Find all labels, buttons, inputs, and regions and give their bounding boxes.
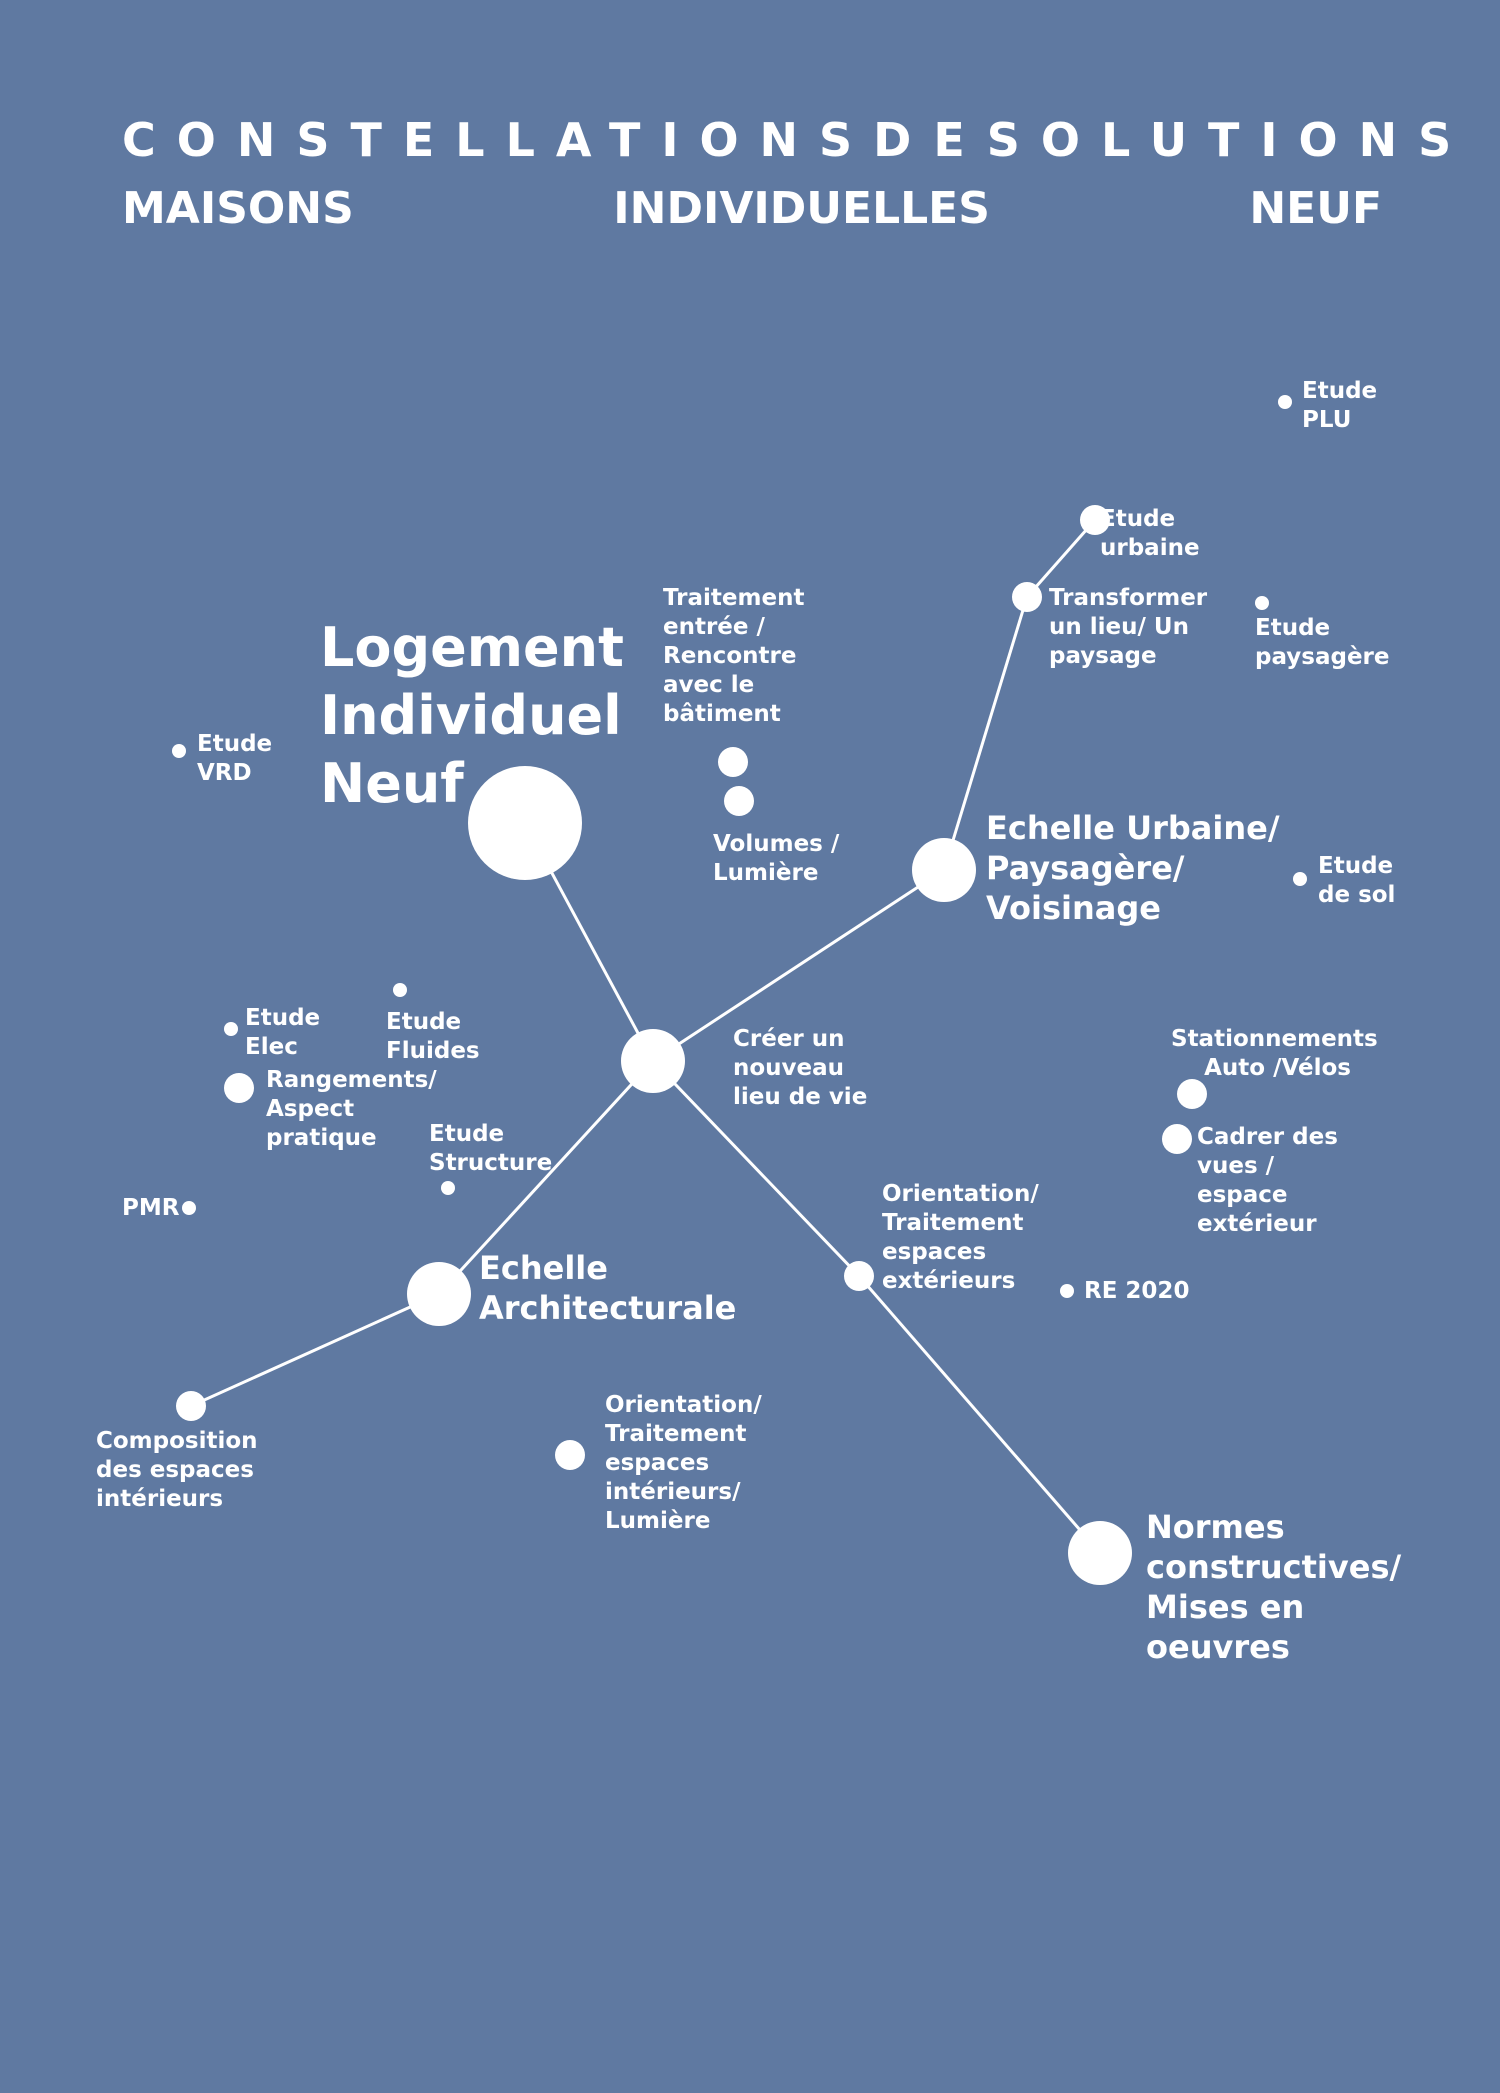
- edge-transformer-etude-urbaine: [1025, 519, 1097, 598]
- node-echelle-urbaine-label: Echelle Urbaine/ Paysagère/ Voisinage: [986, 809, 1280, 927]
- node-etude-vrd-dot: [172, 744, 186, 758]
- node-composition-label: Composition des espaces intérieurs: [96, 1428, 258, 1512]
- node-etude-plu-dot: [1278, 395, 1292, 409]
- edge-creer-orientation-ext: [651, 1059, 861, 1278]
- node-etude-urbaine-label: Etude urbaine: [1100, 506, 1200, 561]
- node-etude-urbaine-dot: [1080, 505, 1110, 535]
- title-word: CONSTELLATIONS: [122, 113, 874, 167]
- node-creer-label: Créer un nouveau lieu de vie: [733, 1026, 868, 1110]
- node-cadrer-label: Cadrer des vues / espace extérieur: [1197, 1124, 1338, 1237]
- node-echelle-archi-dot: [407, 1262, 471, 1326]
- page-title: CONSTELLATIONS DE SOLUTIONS: [122, 112, 1451, 168]
- subtitle-word: NEUF: [1249, 183, 1382, 234]
- node-orientation-ext-label: Orientation/ Traitement espaces extérieu…: [882, 1181, 1039, 1294]
- node-transformer-dot: [1012, 582, 1042, 612]
- node-normes-dot: [1068, 1521, 1132, 1585]
- node-creer-dot: [621, 1029, 685, 1093]
- node-etude-elec-dot: [224, 1022, 238, 1036]
- edge-urbaine-transformer: [942, 596, 1029, 871]
- node-echelle-archi-label: Echelle Architecturale: [479, 1249, 737, 1327]
- node-etude-vrd-label: Etude VRD: [197, 731, 273, 786]
- node-etude-fluides-dot: [393, 983, 407, 997]
- title-word: SOLUTIONS: [986, 113, 1473, 167]
- node-rangements-dot: [224, 1073, 254, 1103]
- subtitle-word: MAISONS: [122, 183, 354, 234]
- node-cadrer-dot: [1162, 1124, 1192, 1154]
- node-orientation-int-dot: [555, 1440, 585, 1470]
- node-etude-elec-label: Etude Elec: [245, 1005, 321, 1060]
- node-pmr-dot: [182, 1201, 196, 1215]
- node-traitement-entree-dot: [718, 747, 748, 777]
- edge-orientation-ext-normes: [857, 1275, 1102, 1554]
- node-stationnements-dot: [1177, 1079, 1207, 1109]
- node-etude-paysagere-label: Etude paysagère: [1255, 615, 1390, 670]
- node-etude-structure-dot: [441, 1181, 455, 1195]
- edge-archi-composition: [190, 1292, 440, 1408]
- edge-creer-archi: [437, 1059, 655, 1296]
- node-volumes-label: Volumes / Lumière: [713, 831, 840, 886]
- node-logement-dot: [468, 766, 582, 880]
- node-etude-plu-label: Etude PLU: [1302, 378, 1378, 433]
- title-word: DE: [873, 113, 987, 167]
- edge-creer-urbaine: [652, 868, 945, 1063]
- node-re2020-dot: [1060, 1284, 1074, 1298]
- subtitle-word: INDIVIDUELLES: [613, 183, 990, 234]
- node-pmr-label: PMR: [122, 1195, 180, 1221]
- node-re2020-label: RE 2020: [1084, 1278, 1190, 1304]
- node-echelle-urbaine-dot: [912, 838, 976, 902]
- node-etude-sol-dot: [1293, 872, 1307, 886]
- node-etude-fluides-label: Etude Fluides: [386, 1009, 480, 1064]
- node-orientation-ext-dot: [844, 1261, 874, 1291]
- node-volumes-dot: [724, 786, 754, 816]
- node-etude-paysagere-dot: [1255, 596, 1269, 610]
- node-traitement-entree-label: Traitement entrée / Rencontre avec le bâ…: [663, 585, 805, 727]
- node-orientation-int-label: Orientation/ Traitement espaces intérieu…: [605, 1392, 762, 1534]
- node-transformer-label: Transformer un lieu/ Un paysage: [1049, 585, 1208, 669]
- node-etude-sol-label: Etude de sol: [1318, 853, 1396, 908]
- node-stationnements-label: Stationnements Auto /Vélos: [1171, 1026, 1378, 1081]
- node-rangements-label: Rangements/ Aspect pratique: [266, 1067, 437, 1151]
- node-composition-dot: [176, 1391, 206, 1421]
- node-logement-label: Logement Individuel Neuf: [320, 616, 624, 815]
- node-etude-structure-label: Etude Structure: [429, 1121, 553, 1176]
- page-subtitle: MAISONS INDIVIDUELLES NEUF: [122, 182, 1382, 236]
- node-normes-label: Normes constructives/ Mises en oeuvres: [1146, 1508, 1402, 1666]
